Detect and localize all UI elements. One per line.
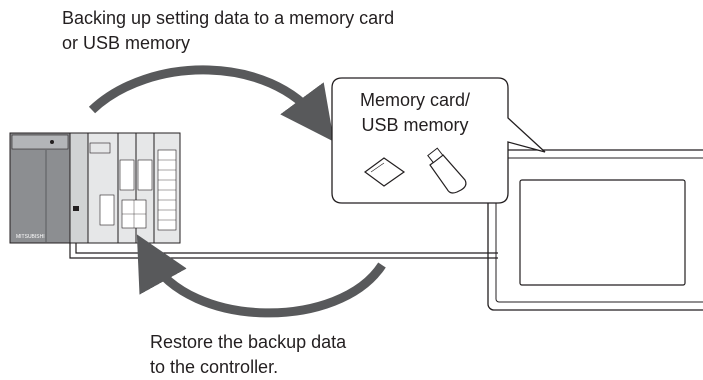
backup-arrow bbox=[88, 65, 335, 142]
usb-memory-icon bbox=[427, 147, 467, 194]
restore-caption-line: Restore the backup data bbox=[150, 332, 347, 352]
plc-logo: MITSUBISHI bbox=[16, 234, 45, 240]
backup-caption-line: Backing up setting data to a memory card bbox=[62, 8, 395, 28]
memory-card-icon bbox=[363, 157, 406, 187]
touch-panel bbox=[487, 149, 703, 311]
backup-caption: Backing up setting data to a memory card… bbox=[62, 6, 394, 56]
backup-caption-line: or USB memory bbox=[62, 33, 191, 53]
panel-screen bbox=[519, 179, 686, 286]
callout-label-line: USB memory bbox=[361, 115, 469, 135]
restore-caption-line: to the controller. bbox=[150, 357, 279, 377]
restore-caption: Restore the backup data to the controlle… bbox=[150, 330, 346, 380]
restore-arrow bbox=[136, 234, 386, 318]
callout-label: Memory card/ USB memory bbox=[332, 88, 498, 138]
callout-label-line: Memory card/ bbox=[359, 90, 471, 110]
plc-controller: MITSUBISHI bbox=[9, 132, 181, 244]
